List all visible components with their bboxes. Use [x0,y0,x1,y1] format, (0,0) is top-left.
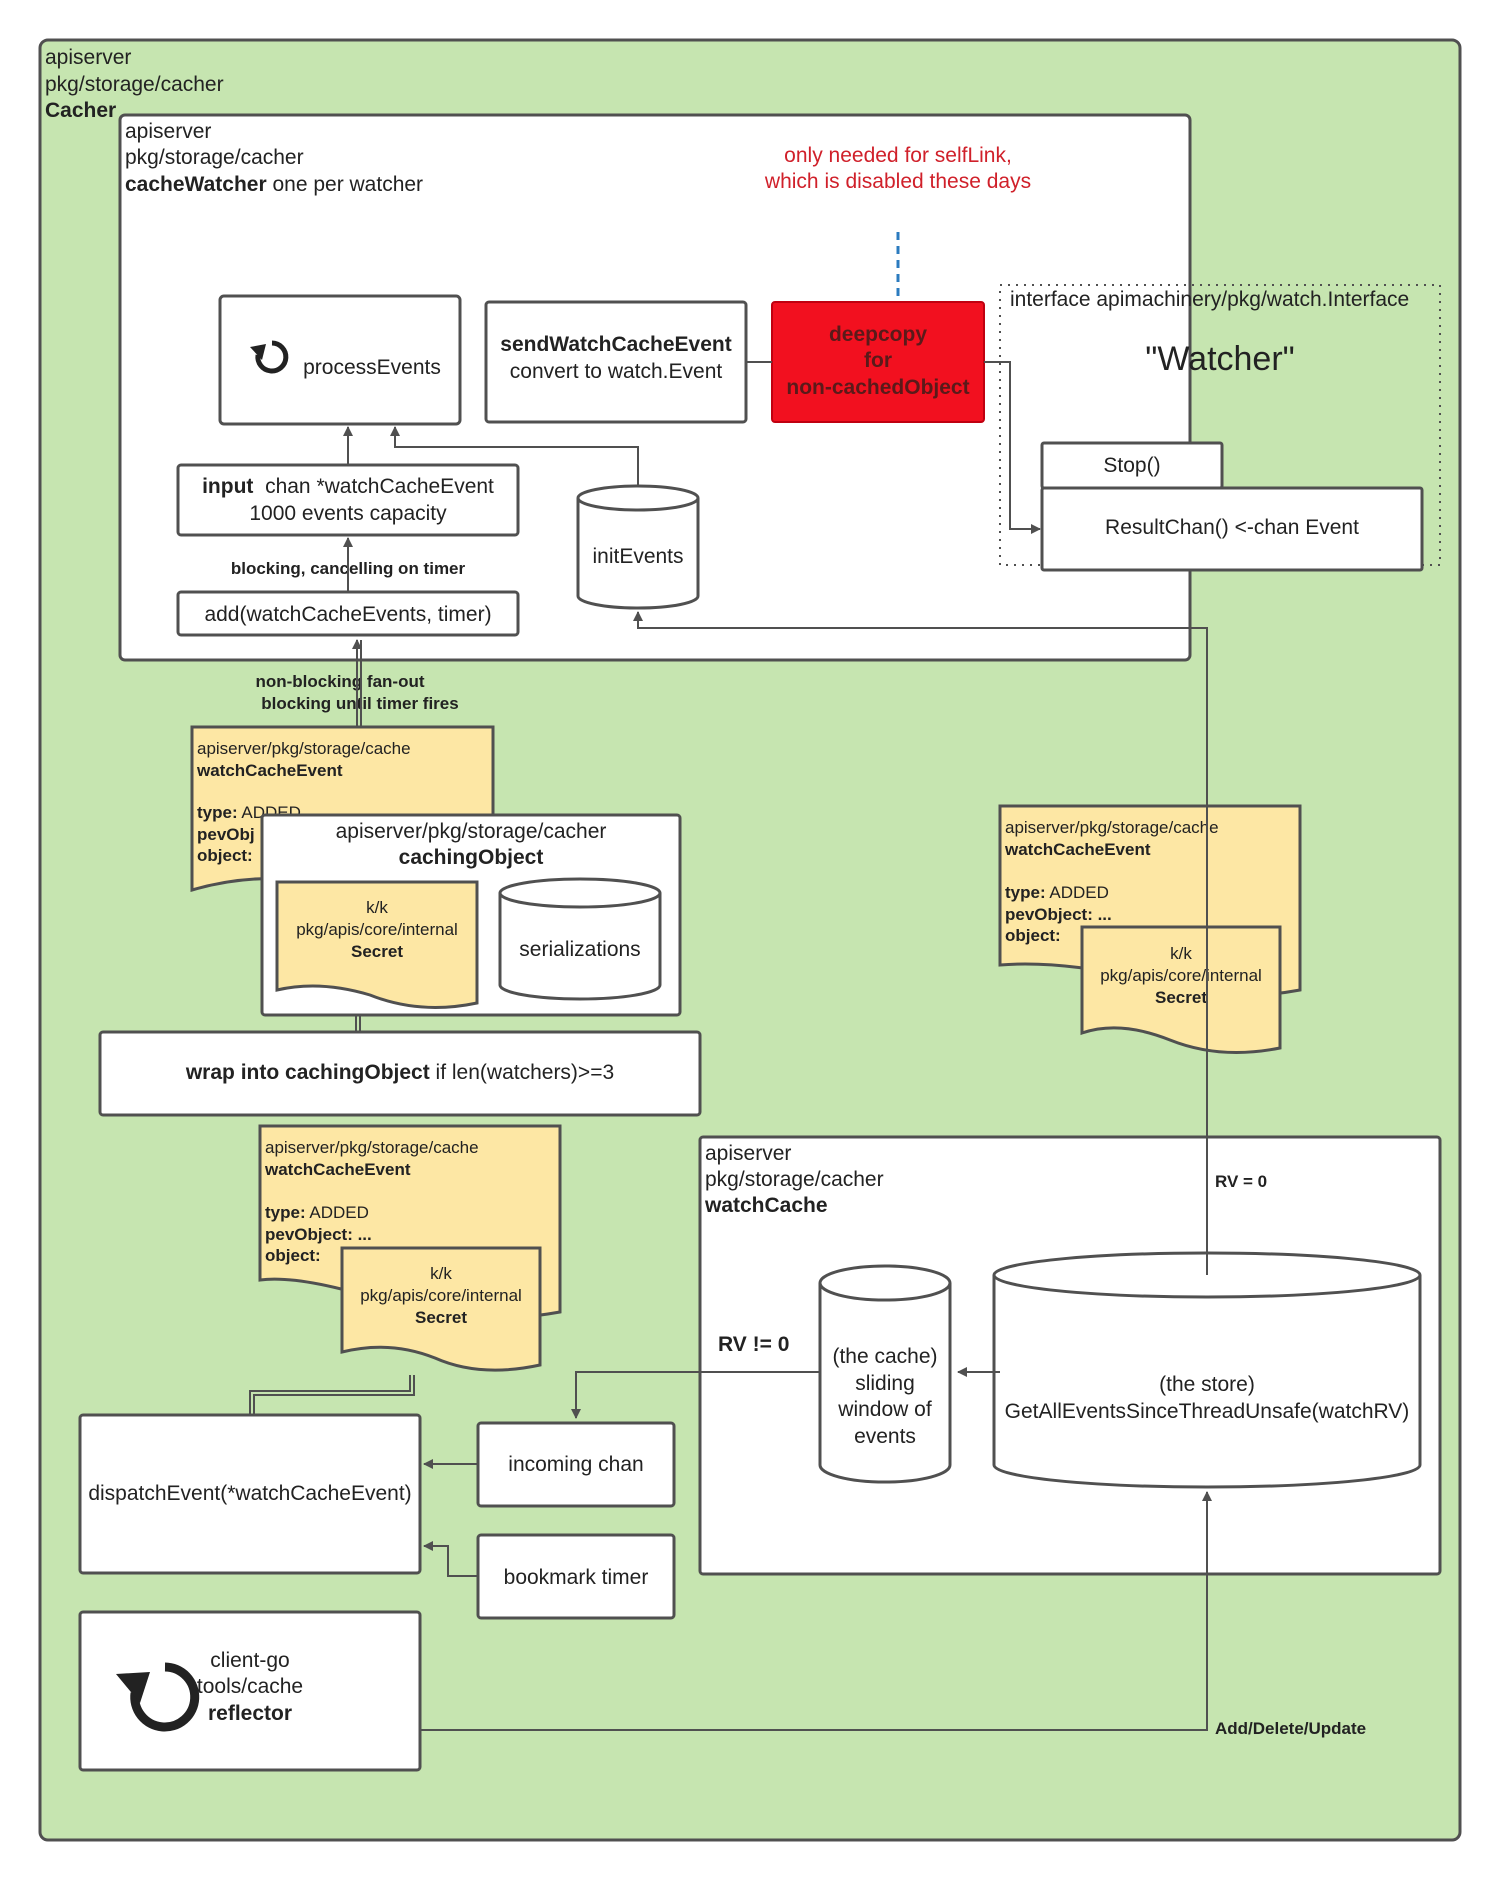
svg-text:1000 events capacity: 1000 events capacity [249,502,447,525]
svg-text:serializations: serializations [519,938,640,961]
svg-text:apiserver/pkg/storage/cache: apiserver/pkg/storage/cache [265,1138,479,1157]
svg-text:bookmark timer: bookmark timer [504,1566,649,1589]
svg-text:k/k: k/k [430,1264,452,1283]
serializations-store: serializations [498,877,662,1001]
store-cylinder: (the store) GetAllEventsSinceThreadUnsaf… [992,1251,1422,1489]
svg-text:k/k: k/k [1170,944,1192,963]
svg-text:watchCacheEvent: watchCacheEvent [264,1160,411,1179]
svg-text:object:: object: [197,846,253,865]
svg-text:non-blocking fan-out: non-blocking fan-out [255,672,424,691]
deepcopy-box: deepcopy for non-cachedObject [771,301,985,423]
svg-text:pkg/storage/cacher: pkg/storage/cacher [45,73,224,96]
svg-text:object:: object: [265,1246,321,1265]
svg-text:(the cache): (the cache) [832,1345,937,1368]
add-function-box: add(watchCacheEvents, timer) [176,590,520,637]
svg-text:GetAllEventsSinceThreadUnsafe(: GetAllEventsSinceThreadUnsafe(watchRV) [1005,1400,1410,1423]
svg-text:watchCacheEvent: watchCacheEvent [196,761,343,780]
svg-text:deepcopy: deepcopy [829,323,927,346]
svg-text:pevObject: ...: pevObject: ... [265,1225,372,1244]
svg-text:"Watcher": "Watcher" [1145,340,1294,378]
input-chan-box: input chan *watchCacheEvent 1000 events … [176,463,520,537]
svg-text:apiserver/pkg/storage/cache: apiserver/pkg/storage/cache [197,739,411,758]
svg-text:pkg/storage/cacher: pkg/storage/cacher [125,146,304,169]
svg-text:sendWatchCacheEvent: sendWatchCacheEvent [500,333,731,356]
svg-text:non-cachedObject: non-cachedObject [786,376,969,399]
svg-text:(the store): (the store) [1159,1373,1255,1396]
svg-text:tools/cache: tools/cache [197,1675,303,1698]
svg-text:cacheWatcher one per watcher: cacheWatcher one per watcher [125,173,423,196]
svg-text:pkg/apis/core/internal: pkg/apis/core/internal [1100,966,1262,985]
svg-text:Secret: Secret [415,1308,467,1327]
svg-text:watchCacheEvent: watchCacheEvent [1004,840,1151,859]
svg-text:sliding: sliding [855,1372,915,1395]
svg-text:convert to watch.Event: convert to watch.Event [510,360,723,383]
reflector-box: client-go tools/cache reflector [78,1610,422,1772]
svg-text:window of: window of [837,1398,932,1421]
svg-text:only needed for selfLink,: only needed for selfLink, [784,144,1012,167]
svg-text:which is disabled these days: which is disabled these days [764,170,1031,193]
svg-text:events: events [854,1425,916,1448]
self-link-note: only needed for selfLink, which is disab… [764,144,1031,300]
svg-text:wrap into cachingObject if len: wrap into cachingObject if len(watchers)… [185,1061,614,1084]
fanout-label: non-blocking fan-out blocking until time… [255,672,458,713]
svg-text:pkg/apis/core/internal: pkg/apis/core/internal [296,920,458,939]
svg-text:for: for [864,349,892,372]
wrap-caching-object-box: wrap into cachingObject if len(watchers)… [98,1030,702,1117]
svg-text:initEvents: initEvents [592,545,683,568]
svg-text:ResultChan() <-chan Event: ResultChan() <-chan Event [1105,516,1359,539]
svg-text:apiserver/pkg/storage/cache: apiserver/pkg/storage/cache [1005,818,1219,837]
svg-text:pkg/storage/cacher: pkg/storage/cacher [705,1168,884,1191]
svg-text:type: ADDED: type: ADDED [265,1203,369,1222]
process-events-box: processEvents [218,294,462,426]
svg-text:cachingObject: cachingObject [399,846,544,869]
rv-zero-label: RV = 0 [1215,1172,1267,1191]
svg-text:client-go: client-go [210,1649,289,1672]
svg-text:apiserver: apiserver [705,1142,791,1165]
secret-note-right: k/k pkg/apis/core/internal Secret [1080,925,1282,1054]
svg-text:object:: object: [1005,926,1061,945]
svg-text:apiserver: apiserver [125,120,211,143]
svg-text:apiserver: apiserver [45,46,131,69]
svg-text:pkg/apis/core/internal: pkg/apis/core/internal [360,1286,522,1305]
svg-text:input chan *watchCacheEvent: input chan *watchCacheEvent [202,475,494,498]
refresh-icon [250,340,289,374]
svg-text:processEvents: processEvents [303,356,441,379]
svg-text:dispatchEvent(*watchCacheEvent: dispatchEvent(*watchCacheEvent) [88,1482,411,1505]
stop-method: Stop() [1040,441,1224,490]
incoming-chan-box: incoming chan [476,1421,676,1508]
svg-text:add(watchCacheEvents, timer): add(watchCacheEvents, timer) [204,603,491,626]
svg-text:Secret: Secret [1155,988,1207,1007]
svg-text:incoming chan: incoming chan [508,1453,643,1476]
svg-text:k/k: k/k [366,898,388,917]
result-chan-method: ResultChan() <-chan Event [1040,486,1424,572]
add-delete-update-label: Add/Delete/Update [1215,1719,1366,1738]
watcher-interface-region: interface apimachinery/pkg/watch.Interfa… [999,284,1441,566]
svg-text:interface apimachinery/pkg/wat: interface apimachinery/pkg/watch.Interfa… [1010,288,1409,311]
bookmark-timer-box: bookmark timer [476,1533,676,1620]
send-watch-cache-event-box: sendWatchCacheEvent convert to watch.Eve… [484,300,748,424]
svg-text:Cacher: Cacher [45,99,116,122]
secret-note-caching: k/k pkg/apis/core/internal Secret [275,880,479,1009]
svg-text:Secret: Secret [351,942,403,961]
svg-text:type: ADDED: type: ADDED [1005,883,1109,902]
dispatch-event-box: dispatchEvent(*watchCacheEvent) [78,1413,422,1575]
svg-text:pevObj: pevObj [197,825,255,844]
sliding-cache-store: (the cache) sliding window of events [818,1264,952,1484]
secret-note-mid: k/k pkg/apis/core/internal Secret [340,1246,542,1372]
init-events-store: initEvents [576,484,700,610]
refresh-icon [116,1662,200,1732]
svg-text:watchCache: watchCache [704,1194,828,1217]
svg-text:pevObject: ...: pevObject: ... [1005,905,1112,924]
svg-text:reflector: reflector [208,1702,292,1725]
connectors [249,361,1212,1731]
svg-text:Stop(): Stop() [1103,454,1160,477]
rv-nonzero-label: RV != 0 [718,1333,789,1356]
svg-text:apiserver/pkg/storage/cacher: apiserver/pkg/storage/cacher [336,820,607,843]
